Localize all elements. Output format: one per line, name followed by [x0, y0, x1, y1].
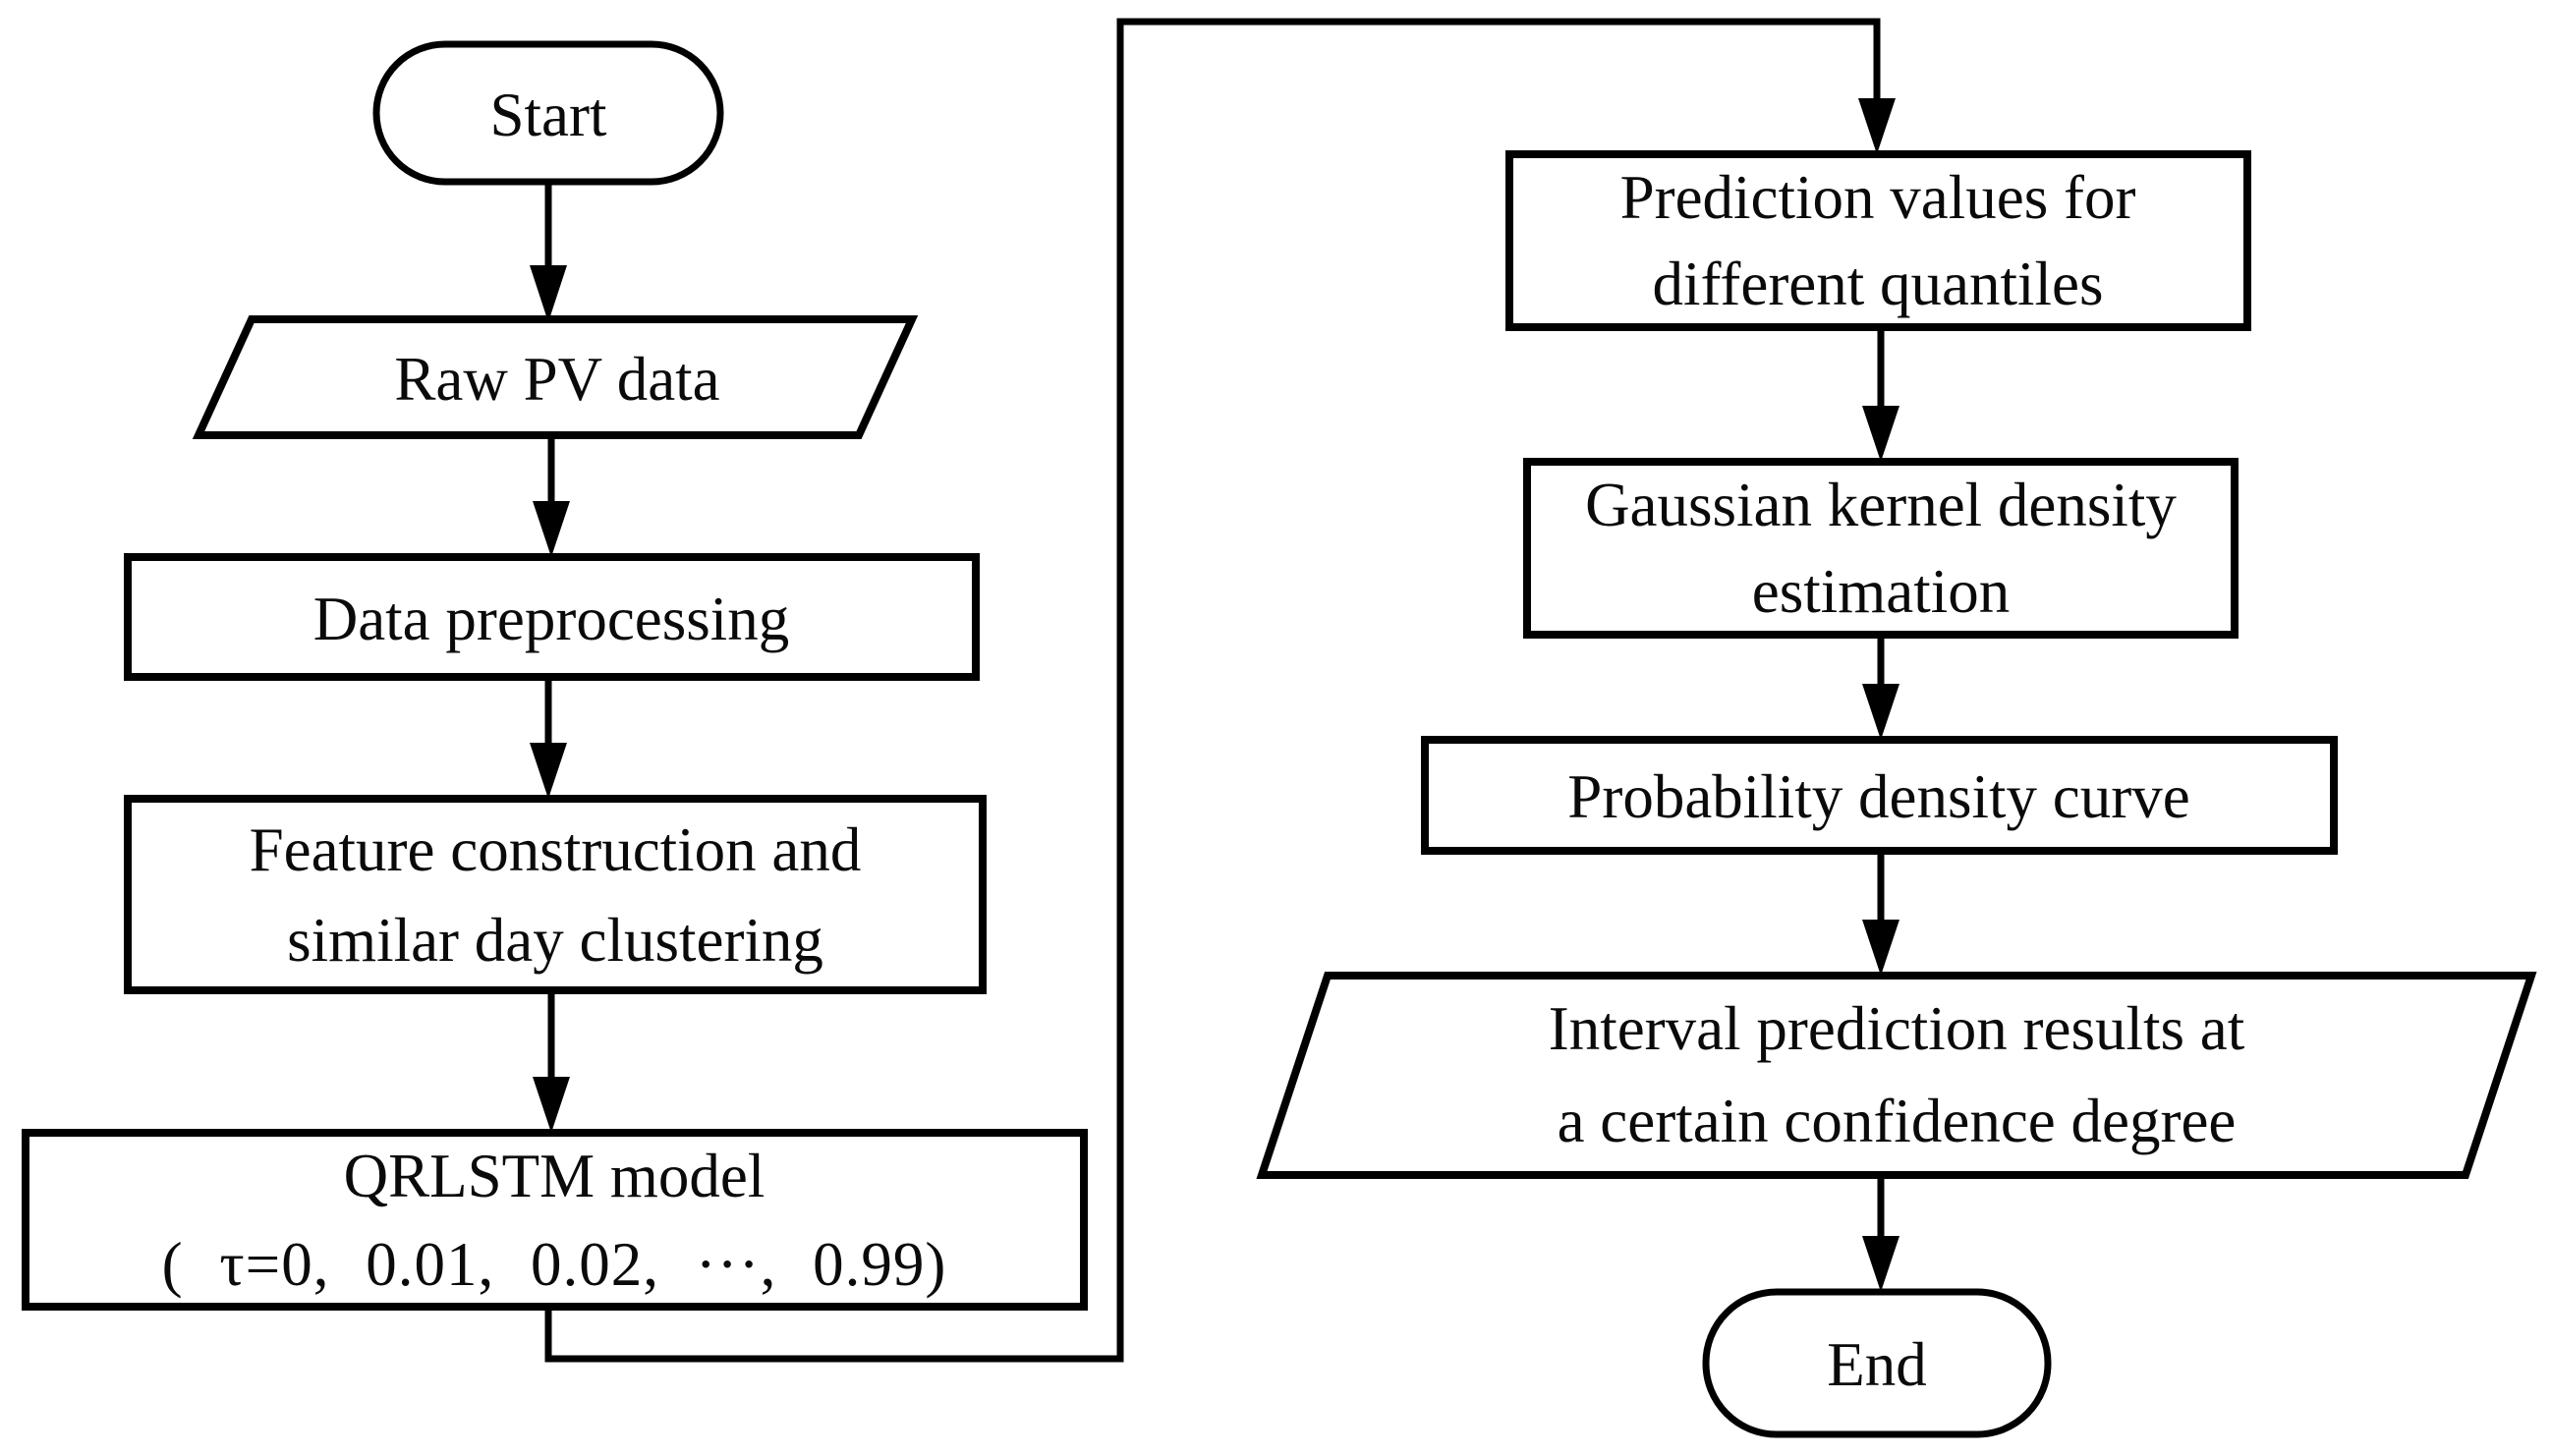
arrow-probability-to-interval-head-icon — [1862, 920, 1899, 976]
interval-results-label-line2: a certain confidence degree — [1558, 1087, 2237, 1155]
arrow-gaussian-to-probability-head-icon — [1862, 684, 1899, 740]
end-label: End — [1827, 1330, 1926, 1399]
arrow-preprocess-to-feature-head-icon — [530, 743, 567, 799]
qrlstm-model-label-line1: QRLSTM model — [344, 1142, 765, 1210]
probability-density-label: Probability density curve — [1567, 762, 2189, 831]
feature-construction-label-line1: Feature construction and — [250, 815, 862, 884]
qrlstm-model-box-shape — [22, 1129, 1088, 1311]
arrow-rawpv-to-preprocess-head-icon — [533, 501, 570, 557]
arrow-interval-to-end-head-icon — [1862, 1236, 1899, 1292]
raw-pv-data-parallelogram-shape — [192, 315, 919, 439]
connector-qrlstm-to-prediction-head-icon — [1858, 98, 1896, 154]
end-terminator-shape — [1702, 1288, 2052, 1438]
arrow-feature-to-qrlstm-head-icon — [533, 1077, 570, 1133]
prediction-values-label-line2: different quantiles — [1653, 250, 2104, 318]
arrow-start-to-rawpv-head-icon — [530, 265, 567, 322]
connector-qrlstm-to-prediction-line — [544, 18, 1881, 1363]
prediction-values-label-line1: Prediction values for — [1620, 163, 2136, 232]
feature-construction-box-shape — [124, 795, 987, 994]
gaussian-kde-box-shape — [1523, 458, 2239, 639]
data-preprocessing-label: Data preprocessing — [313, 585, 790, 653]
interval-results-parallelogram-shape — [1256, 972, 2537, 1179]
raw-pv-data-label: Raw PV data — [394, 345, 719, 414]
probability-density-box-shape — [1421, 736, 2338, 855]
start-label: Start — [490, 81, 607, 149]
gaussian-kde-label-line2: estimation — [1752, 557, 2010, 626]
qrlstm-model-label-line2: ( τ=0, 0.01, 0.02, ···, 0.99) — [162, 1230, 947, 1299]
feature-construction-label-line2: similar day clustering — [287, 906, 823, 975]
arrow-prediction-to-gaussian-head-icon — [1862, 406, 1899, 462]
interval-results-label-line1: Interval prediction results at — [1549, 994, 2245, 1063]
gaussian-kde-label-line1: Gaussian kernel density — [1585, 471, 2177, 539]
